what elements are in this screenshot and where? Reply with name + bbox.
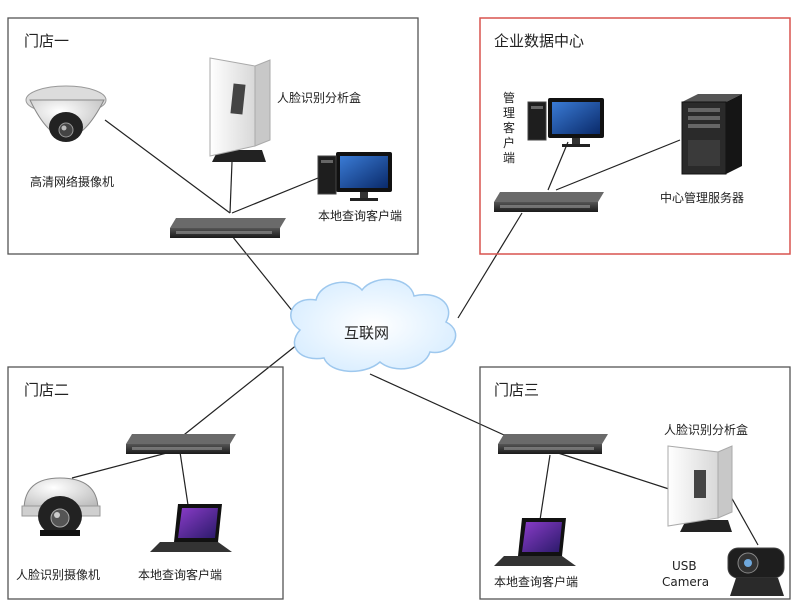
- store3-usb-label-line2: Camera: [662, 575, 709, 589]
- dc-server-label: 中心管理服务器: [660, 190, 744, 205]
- dc-server: [681, 94, 742, 175]
- store3-usb-label-line1: USB: [672, 559, 697, 573]
- datacenter-zone: [479, 17, 791, 255]
- link-s1-client: [231, 177, 319, 214]
- link-s1-camera: [104, 119, 231, 214]
- store1-zone: [7, 17, 419, 255]
- link-s1-internet: [231, 235, 299, 319]
- internet-label: 互联网: [344, 324, 389, 342]
- store2-camera-label: 人脸识别摄像机: [16, 567, 100, 582]
- store2-switch: [126, 434, 236, 454]
- link-s3-usb: [729, 494, 759, 546]
- store3-usb-camera-icon: [727, 547, 785, 596]
- connections: [71, 119, 759, 546]
- store2-face-camera: [21, 477, 101, 536]
- link-s2-camera: [71, 449, 179, 479]
- dc-desktop-client: [527, 98, 604, 147]
- store1-client-label: 本地查询客户端: [318, 208, 402, 223]
- store3-analyzer-label: 人脸识别分析盒: [664, 422, 748, 437]
- link-s3-internet: [369, 373, 516, 441]
- dc-client-label-char-5: 端: [503, 151, 515, 165]
- store3-laptop: [494, 518, 576, 566]
- dc-client-label-char-2: 理: [503, 106, 515, 120]
- store1-switch: [170, 218, 286, 238]
- store1-camera-label: 高清网络摄像机: [30, 174, 114, 189]
- link-s3-laptop: [539, 454, 551, 521]
- link-s3-analyzer: [554, 451, 673, 491]
- dc-client-label-char-3: 客: [503, 120, 515, 135]
- dc-switch: [494, 192, 604, 212]
- store3-client-label: 本地查询客户端: [494, 574, 578, 589]
- dc-client-label-char-4: 户: [503, 135, 515, 150]
- dc-client-label-char-1: 管: [503, 90, 515, 105]
- store1-dome-camera: [25, 85, 107, 142]
- store2-title: 门店二: [24, 381, 69, 399]
- store1-title: 门店一: [24, 32, 69, 50]
- link-dc-client: [547, 141, 569, 191]
- datacenter-title: 企业数据中心: [494, 32, 584, 50]
- internet-cloud-icon: [290, 278, 457, 373]
- link-dc-server: [555, 139, 681, 191]
- store3-analyzer-box: [667, 445, 733, 532]
- link-s2-laptop: [179, 451, 189, 506]
- store1-desktop-client: [317, 152, 392, 201]
- link-s2-internet: [179, 343, 299, 439]
- store2-zone: [7, 366, 284, 600]
- store1-analyzer-box: [209, 57, 271, 162]
- store2-laptop: [150, 504, 232, 552]
- link-dc-internet: [457, 212, 523, 319]
- store3-title: 门店三: [494, 381, 539, 399]
- store1-analyzer-label: 人脸识别分析盒: [277, 90, 361, 105]
- store3-zone: [479, 366, 791, 600]
- store2-client-label: 本地查询客户端: [138, 567, 222, 582]
- store3-switch: [498, 434, 608, 454]
- link-s1-analyzer: [229, 161, 233, 214]
